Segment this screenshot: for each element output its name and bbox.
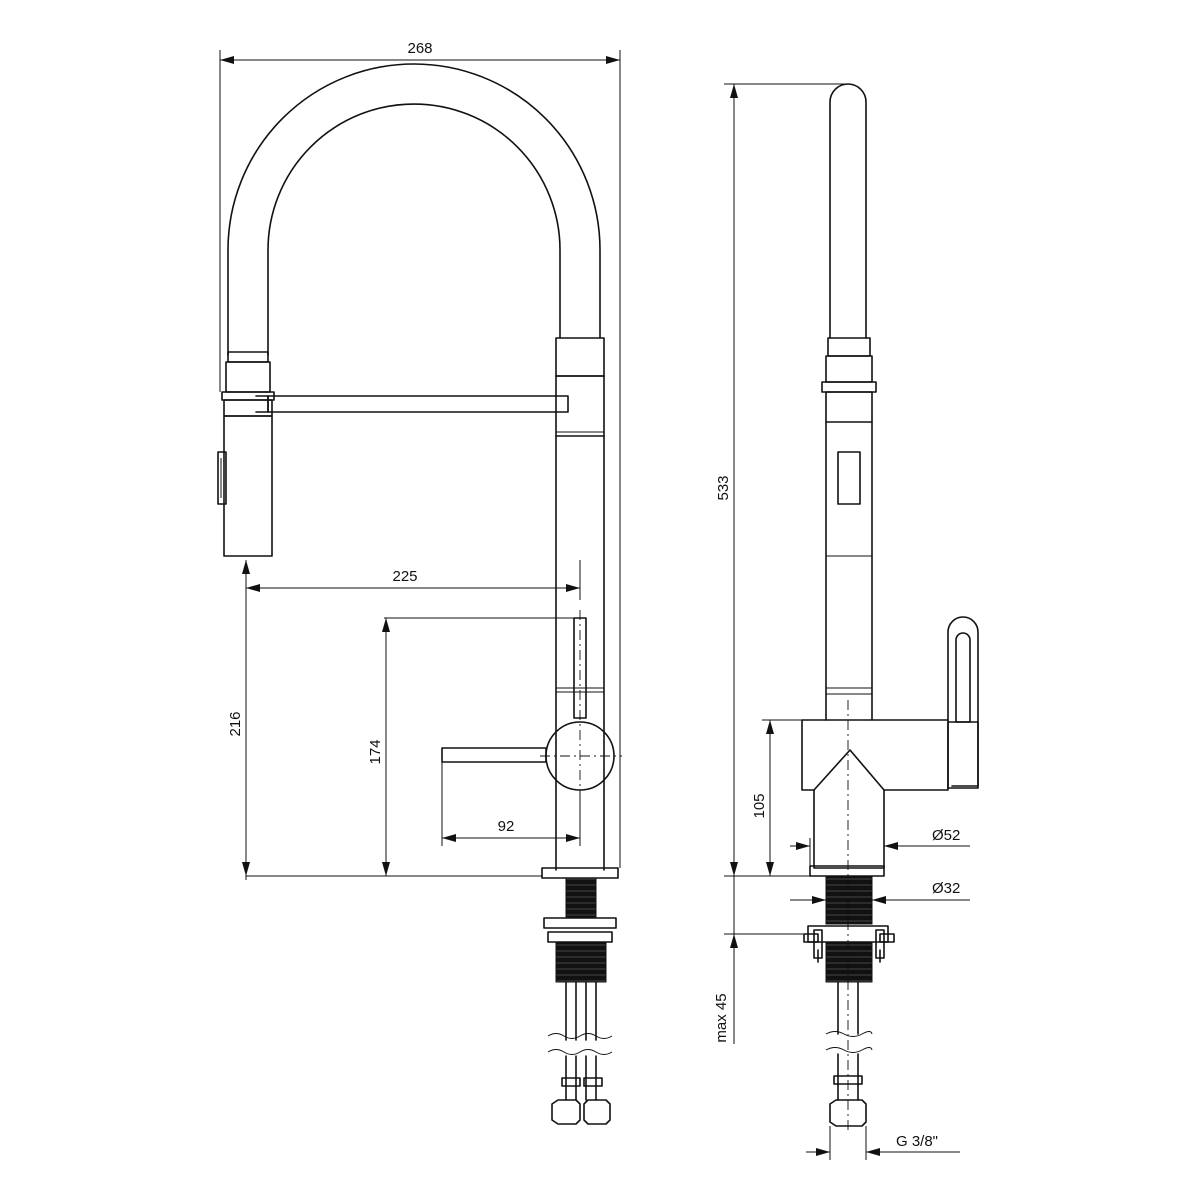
dim-overall-width: 268 xyxy=(407,40,432,57)
dim-handle-height: 174 xyxy=(367,739,384,764)
side-spout xyxy=(829,83,867,339)
side-handle xyxy=(947,616,979,787)
front-handle xyxy=(441,617,615,791)
dim-shank-diameter: Ø32 xyxy=(932,880,960,897)
holder-arm xyxy=(267,395,569,413)
front-hoses xyxy=(547,981,613,1125)
side-dimensions: 533 105 Ø52 Ø32 max 45 G xyxy=(713,83,970,1160)
dim-base-diameter: Ø52 xyxy=(932,827,960,844)
spout-arc-inner xyxy=(267,103,561,356)
dim-max-counter-thickness: max 45 xyxy=(713,993,730,1042)
side-view xyxy=(801,83,979,1130)
front-base xyxy=(541,867,619,879)
spray-head xyxy=(217,351,275,557)
front-dimensions: 268 225 216 174 92 xyxy=(219,40,621,880)
dim-overall-height: 533 xyxy=(715,475,732,500)
spout-arc-outer xyxy=(227,63,601,356)
front-view xyxy=(217,63,622,1125)
front-shank xyxy=(565,877,597,919)
dim-spout-outlet-height: 216 xyxy=(227,711,244,736)
dim-handle-reach: 92 xyxy=(498,818,515,835)
dim-body-height: 105 xyxy=(751,793,768,818)
dim-spout-reach: 225 xyxy=(392,568,417,585)
dim-connection-thread: G 3/8" xyxy=(896,1133,938,1150)
front-body-column xyxy=(555,337,605,871)
side-spray-button xyxy=(837,451,861,505)
